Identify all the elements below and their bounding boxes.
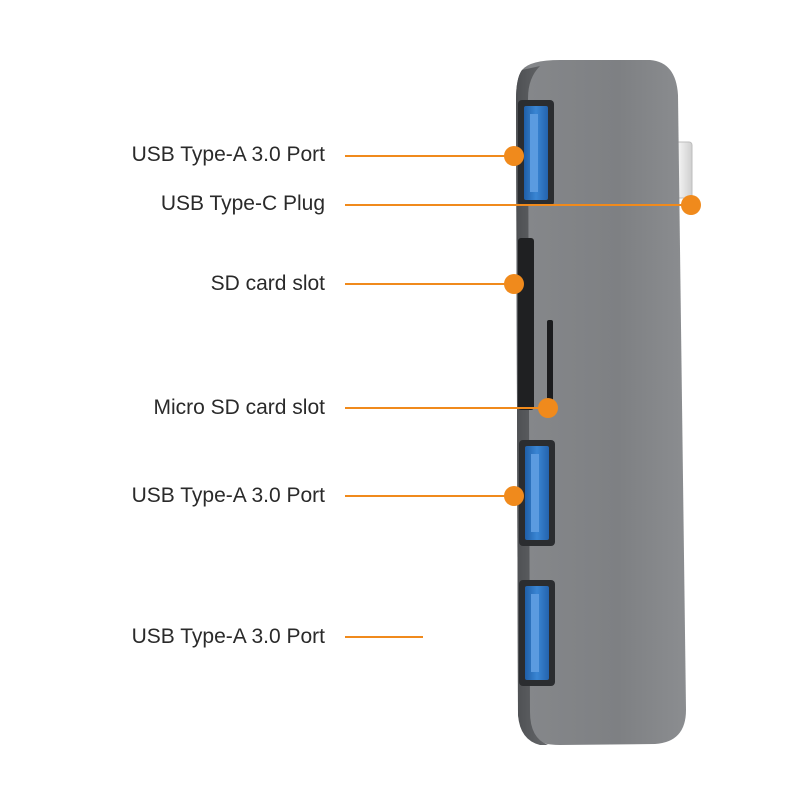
callout-dot-micro-sd-slot [538,398,558,418]
micro-sd-slot-icon [547,320,553,412]
usb-a-port-icon [519,580,555,686]
callout-dot-usb-a-middle [504,486,524,506]
callout-label-usb-a-top: USB Type-A 3.0 Port [131,143,325,166]
callout-layer [345,146,701,638]
callout-label-usb-a-middle: USB Type-A 3.0 Port [131,484,325,507]
callout-label-usb-a-bottom: USB Type-A 3.0 Port [131,625,325,648]
callout-dot-usb-c-plug [681,195,701,215]
usb-a-port-icon [518,100,554,206]
hub-body [516,60,686,745]
callout-label-usb-c-plug: USB Type-C Plug [160,192,325,215]
callout-label-micro-sd-slot: Micro SD card slot [153,396,325,419]
callout-label-sd-slot: SD card slot [210,272,325,295]
usb-a-port-icon [519,440,555,546]
sd-slot-icon [518,238,534,410]
callout-dot-sd-slot [504,274,524,294]
callout-dot-usb-a-top [504,146,524,166]
